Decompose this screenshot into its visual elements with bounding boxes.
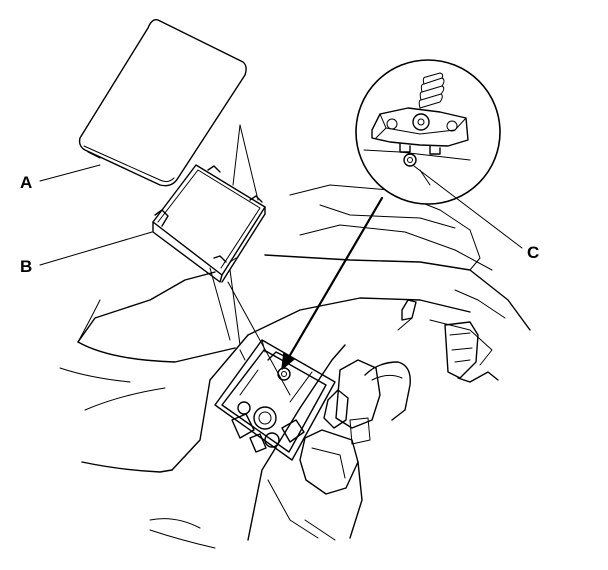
detail-view-circle <box>355 59 501 205</box>
callout-label-c: C <box>527 243 539 262</box>
center-console <box>59 184 531 549</box>
installation-guide-lines <box>209 124 291 396</box>
leader-lines <box>39 164 523 266</box>
callout-label-b: B <box>20 257 32 276</box>
callout-label-a: A <box>20 173 32 192</box>
fuse-box-opening <box>214 339 336 461</box>
detail-arrow <box>281 196 384 370</box>
lid-a <box>78 18 247 187</box>
cover-b <box>152 164 266 283</box>
